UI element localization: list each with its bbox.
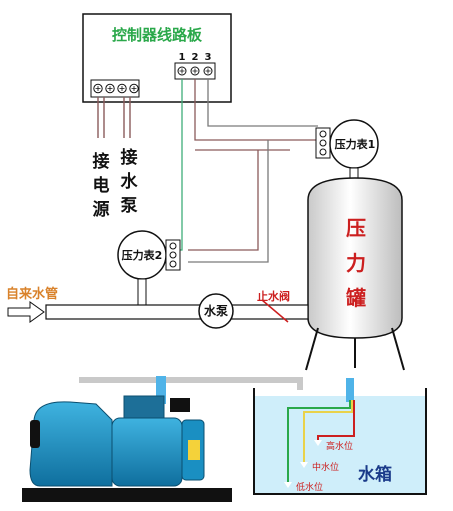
control-board-title: 控制器线路板 <box>112 26 203 44</box>
pressure-tank-label: 压 力 罐 <box>345 216 366 310</box>
check-valve-symbol <box>261 299 289 323</box>
pressure-gauge-2 <box>117 230 181 306</box>
power-terminal-strip <box>90 79 140 98</box>
svg-text:水: 水 <box>121 171 139 192</box>
power-wires <box>97 97 131 138</box>
terminal-3-label: 3 <box>205 52 212 63</box>
svg-text:接: 接 <box>121 147 138 168</box>
level-markers <box>284 440 322 488</box>
water-box <box>253 378 427 495</box>
pressure-gauge-1 <box>315 119 379 181</box>
level-probe-wires <box>287 400 355 482</box>
pressure-gauge-2-label: 压力表2 <box>122 248 163 262</box>
terminal-2-label: 2 <box>192 52 199 63</box>
check-valve-label: 止水阀 <box>257 289 290 303</box>
svg-text:接: 接 <box>93 151 110 172</box>
signal-wires <box>168 79 318 263</box>
svg-text:泵: 泵 <box>121 196 138 216</box>
pump-label: 水泵 <box>204 303 228 318</box>
svg-text:压: 压 <box>346 216 366 240</box>
high-level-label: 高水位 <box>326 440 353 452</box>
pressure-tank <box>305 177 405 371</box>
pump-photo <box>22 376 303 502</box>
svg-text:罐: 罐 <box>345 286 366 310</box>
svg-text:源: 源 <box>93 199 110 220</box>
low-level-label: 低水位 <box>296 481 323 493</box>
inlet-arrow <box>7 301 45 323</box>
power-label: 接 电 源 <box>93 151 110 220</box>
pump-symbol <box>198 293 234 329</box>
pump-wire-label: 接 水 泵 <box>121 147 139 216</box>
svg-text:力: 力 <box>346 251 366 275</box>
power-terminal-screws <box>93 83 139 94</box>
pressure-gauge-1-label: 压力表1 <box>335 137 376 151</box>
svg-text:电: 电 <box>93 175 110 196</box>
sensor-terminal-screws <box>177 66 213 76</box>
mid-level-label: 中水位 <box>312 461 339 473</box>
inlet-label: 自来水管 <box>6 286 58 302</box>
terminal-1-label: 1 <box>179 52 186 63</box>
main-pipe <box>45 304 309 320</box>
water-box-label: 水箱 <box>358 464 392 485</box>
